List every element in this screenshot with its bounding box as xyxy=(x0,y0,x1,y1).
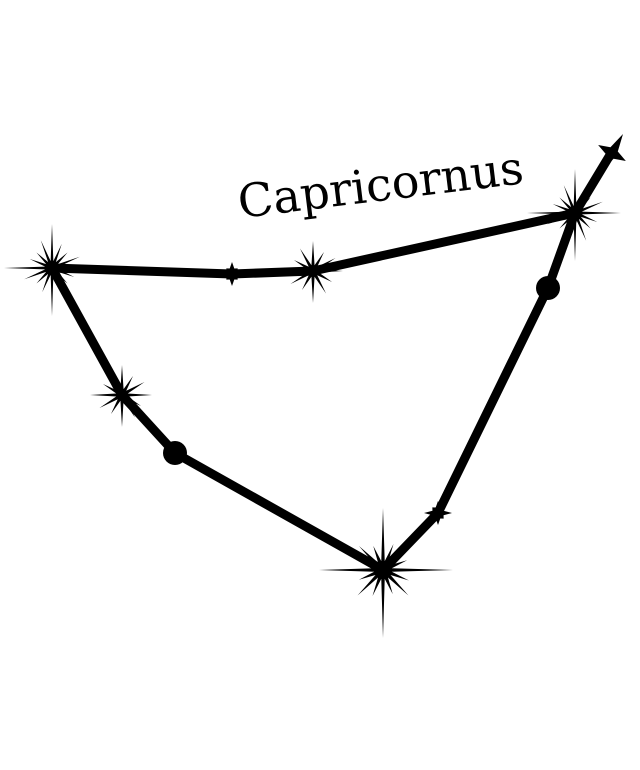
constellation-stars xyxy=(4,133,626,638)
constellation-lines xyxy=(47,150,615,575)
line-midwest-to-west xyxy=(47,263,127,400)
line-top2-to-east xyxy=(308,208,580,276)
star-northeast-tip xyxy=(598,133,626,173)
line-west-to-top1 xyxy=(47,263,237,279)
star-southeast xyxy=(424,501,452,525)
star-mid-west xyxy=(90,365,152,427)
line-eastdot-to-southeast xyxy=(433,283,553,518)
star-east-dot xyxy=(536,276,560,300)
star-top-1 xyxy=(218,262,246,286)
star-top-2 xyxy=(281,241,343,303)
line-south-to-swdot xyxy=(170,448,388,575)
star-southwest-dot xyxy=(163,441,187,465)
line-swdot-to-midwest xyxy=(117,390,180,458)
star-east xyxy=(527,169,621,261)
star-south xyxy=(319,508,453,638)
star-west xyxy=(4,224,98,316)
